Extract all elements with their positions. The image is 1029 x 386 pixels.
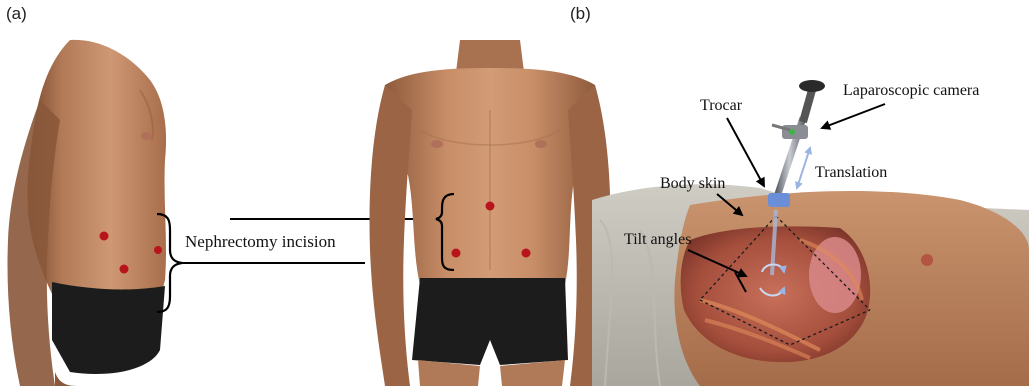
nipple-side <box>141 132 151 140</box>
nipple-left <box>431 140 443 148</box>
trocar-label: Trocar <box>700 97 743 114</box>
incision-dot <box>120 265 129 274</box>
incision-dot <box>452 249 461 258</box>
trocar-pointer-arrow <box>727 118 764 186</box>
torso-front-illustration <box>370 40 611 386</box>
patient-illustration <box>592 184 1029 386</box>
torso-side-illustration <box>8 40 167 386</box>
nipple-right <box>535 140 547 148</box>
incision-dot <box>522 249 531 258</box>
shorts-front <box>412 278 568 365</box>
laparoscopic-camera-icon <box>799 80 825 92</box>
incision-dot <box>100 232 109 241</box>
incision-label: Nephrectomy incision <box>185 232 336 251</box>
camera-label: Laparoscopic camera <box>843 82 979 99</box>
incision-dot <box>486 202 495 211</box>
body-skin-label: Body skin <box>660 175 725 192</box>
trocar-port <box>768 193 790 207</box>
nipple-patient <box>921 254 933 266</box>
camera-pointer-arrow <box>822 104 885 128</box>
translation-arrow <box>797 148 810 188</box>
incision-dot <box>154 246 162 254</box>
translation-label: Translation <box>815 164 887 181</box>
shorts-side <box>52 282 165 374</box>
tilt-angles-label: Tilt angles <box>624 231 691 248</box>
